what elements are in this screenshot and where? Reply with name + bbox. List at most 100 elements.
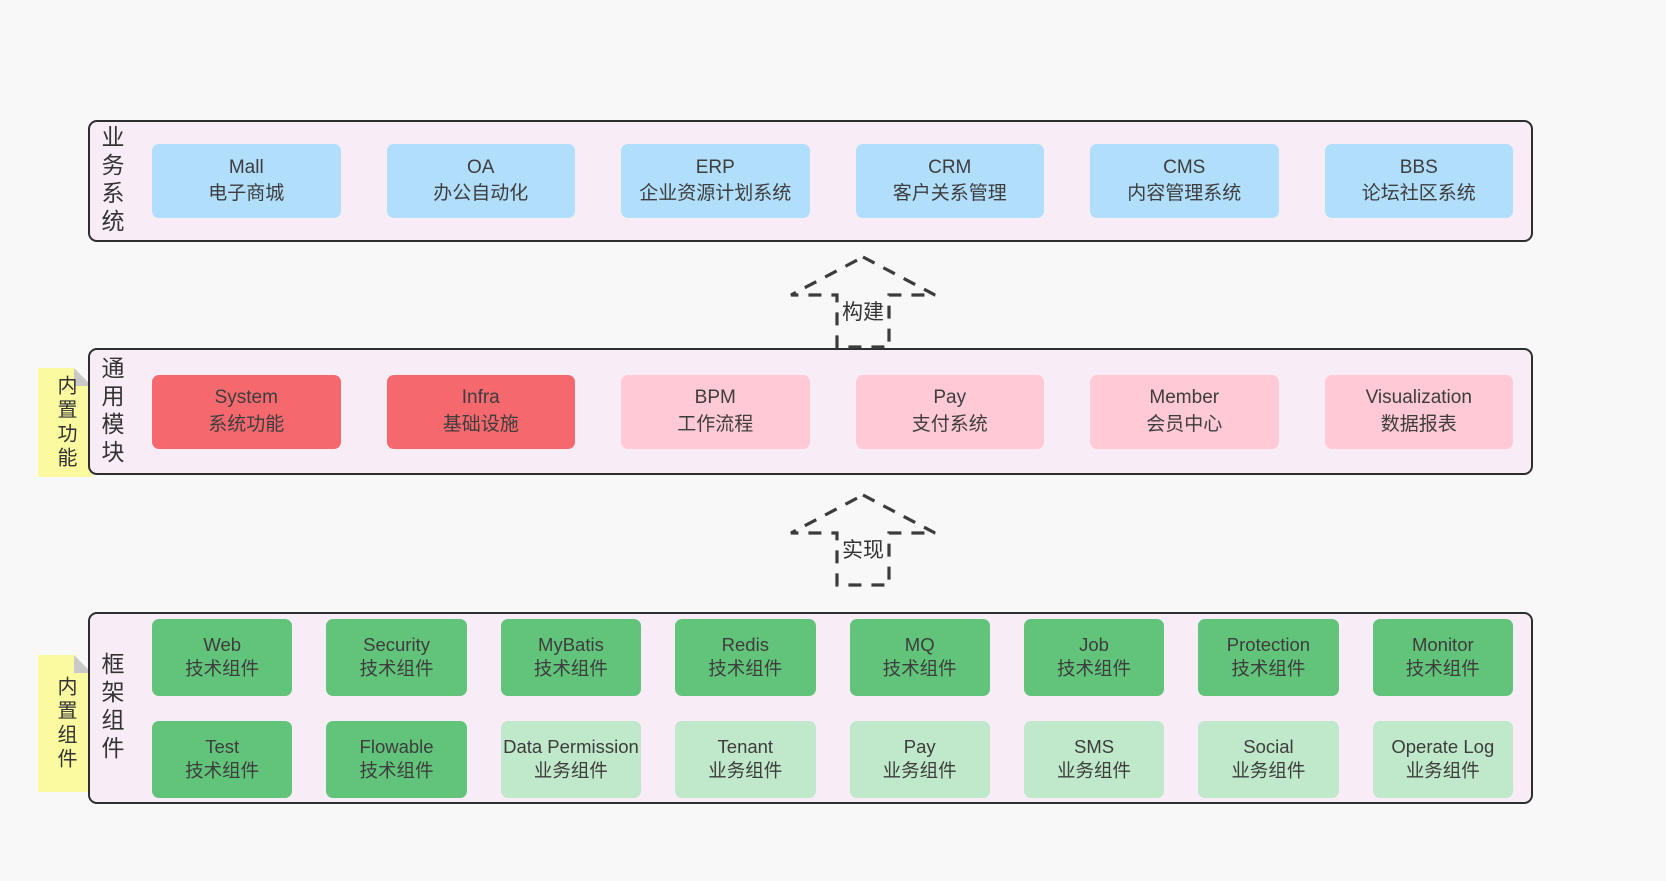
box-subtitle: 技术组件 [1405, 658, 1480, 679]
box-title: Operate Log [1391, 735, 1495, 757]
band-framework-components: 框架组件 Web 技术组件 Security 技术组件 MyBatis 技术组件… [88, 612, 1533, 804]
box-subtitle: 基础设施 [442, 413, 519, 435]
box-data-permission: Data Permission 业务组件 [500, 720, 642, 798]
sticky-note-label: 内置功能 [54, 374, 76, 471]
band-boxes: System 系统功能 Infra 基础设施 BPM 工作流程 Pay 支付系统… [122, 350, 1531, 473]
sticky-note-built-in-components: 内置组件 [38, 655, 92, 792]
box-title: Test [205, 735, 240, 757]
box-web: Web 技术组件 [152, 618, 293, 696]
box-subtitle: 电子商城 [208, 183, 285, 204]
box-security: Security 技术组件 [326, 618, 467, 696]
box-subtitle: 业务组件 [882, 760, 957, 781]
folded-corner-icon [74, 368, 92, 386]
band-business-systems: 业务系统 Mall 电子商城 OA 办公自动化 ERP 企业资源计划系统 CRM… [88, 120, 1533, 242]
band-side-label: 框架组件 [98, 652, 124, 764]
box-subtitle: 技术组件 [359, 760, 434, 781]
box-oa: OA 办公自动化 [386, 144, 575, 218]
box-subtitle: 客户关系管理 [892, 183, 1007, 204]
box-title: Web [203, 633, 242, 655]
box-title: ERP [695, 156, 735, 178]
box-title: Data Permission [503, 735, 639, 757]
box-bbs: BBS 论坛社区系统 [1324, 144, 1513, 218]
box-title: System [214, 387, 278, 409]
box-mybatis: MyBatis 技术组件 [500, 618, 642, 696]
box-title: Mall [228, 156, 264, 178]
folded-corner-icon [74, 655, 92, 673]
box-subtitle: 业务组件 [1231, 760, 1306, 781]
box-job: Job 技术组件 [1023, 618, 1165, 696]
box-subtitle: 内容管理系统 [1127, 183, 1242, 204]
box-title: Flowable [359, 735, 434, 757]
box-bpm: BPM 工作流程 [621, 374, 810, 449]
box-title: BBS [1399, 156, 1438, 178]
box-subtitle: 技术组件 [185, 658, 260, 679]
box-title: MyBatis [538, 633, 604, 655]
box-title: Member [1149, 387, 1220, 409]
box-subtitle: 论坛社区系统 [1361, 183, 1476, 204]
box-subtitle: 业务组件 [1057, 760, 1132, 781]
box-pay-system: Pay 支付系统 [855, 374, 1044, 449]
box-title: Pay [903, 735, 936, 757]
box-title: Tenant [717, 735, 774, 757]
band-rows: Web 技术组件 Security 技术组件 MyBatis 技术组件 Redi… [122, 614, 1531, 802]
box-subtitle: 技术组件 [533, 658, 608, 679]
box-subtitle: 业务组件 [1405, 760, 1480, 781]
box-title: SMS [1074, 735, 1115, 757]
box-subtitle: 系统功能 [208, 413, 285, 435]
box-redis: Redis 技术组件 [675, 618, 816, 696]
box-test: Test 技术组件 [152, 720, 293, 798]
box-system: System 系统功能 [152, 374, 341, 449]
box-cms: CMS 内容管理系统 [1090, 144, 1279, 218]
box-infra: Infra 基础设施 [386, 374, 575, 449]
band-common-modules: 通用模块 System 系统功能 Infra 基础设施 BPM 工作流程 Pay… [88, 348, 1533, 475]
box-pay-component: Pay 业务组件 [849, 720, 990, 798]
band-side-label: 业务系统 [98, 125, 124, 237]
box-title: OA [467, 156, 495, 178]
box-title: CRM [928, 156, 972, 178]
box-protection: Protection 技术组件 [1198, 618, 1339, 696]
arrow-up-build: 构建 [788, 254, 938, 350]
box-title: Protection [1226, 633, 1311, 655]
box-subtitle: 技术组件 [359, 658, 434, 679]
box-subtitle: 技术组件 [882, 658, 957, 679]
box-mall: Mall 电子商城 [152, 144, 341, 218]
box-subtitle: 技术组件 [1057, 658, 1132, 679]
box-operate-log: Operate Log 业务组件 [1372, 720, 1513, 798]
arrow-up-implement: 实现 [788, 492, 938, 588]
box-title: Social [1243, 735, 1294, 757]
box-title: Pay [933, 387, 967, 409]
box-mq: MQ 技术组件 [849, 618, 990, 696]
sticky-note-label: 内置组件 [54, 675, 76, 772]
box-subtitle: 数据报表 [1380, 413, 1457, 435]
sticky-note-built-in-features: 内置功能 [38, 368, 92, 477]
box-title: MQ [904, 633, 935, 655]
box-title: Redis [721, 633, 769, 655]
box-title: BPM [694, 387, 736, 409]
box-erp: ERP 企业资源计划系统 [621, 144, 810, 218]
band-side-label: 通用模块 [98, 355, 124, 468]
box-subtitle: 工作流程 [677, 413, 754, 435]
box-title: Infra [461, 387, 500, 409]
arrow-label: 实现 [839, 534, 887, 564]
box-subtitle: 会员中心 [1146, 413, 1223, 435]
box-member: Member 会员中心 [1090, 374, 1279, 449]
band-boxes: Mall 电子商城 OA 办公自动化 ERP 企业资源计划系统 CRM 客户关系… [122, 122, 1531, 240]
box-subtitle: 业务组件 [708, 760, 783, 781]
box-subtitle: 支付系统 [911, 413, 988, 435]
box-crm: CRM 客户关系管理 [855, 144, 1044, 218]
box-visualization: Visualization 数据报表 [1324, 374, 1513, 449]
box-title: Security [363, 633, 430, 655]
box-subtitle: 技术组件 [708, 658, 783, 679]
framework-row-1: Web 技术组件 Security 技术组件 MyBatis 技术组件 Redi… [152, 618, 1513, 696]
box-flowable: Flowable 技术组件 [326, 720, 467, 798]
box-monitor: Monitor 技术组件 [1372, 618, 1513, 696]
framework-row-2: Test 技术组件 Flowable 技术组件 Data Permission … [152, 720, 1513, 798]
box-title: Job [1079, 633, 1109, 655]
box-tenant: Tenant 业务组件 [675, 720, 816, 798]
box-subtitle: 技术组件 [185, 760, 260, 781]
box-sms: SMS 业务组件 [1023, 720, 1165, 798]
box-subtitle: 办公自动化 [433, 183, 529, 204]
box-title: Visualization [1365, 387, 1472, 409]
arrow-label: 构建 [839, 296, 887, 326]
box-subtitle: 技术组件 [1231, 658, 1306, 679]
